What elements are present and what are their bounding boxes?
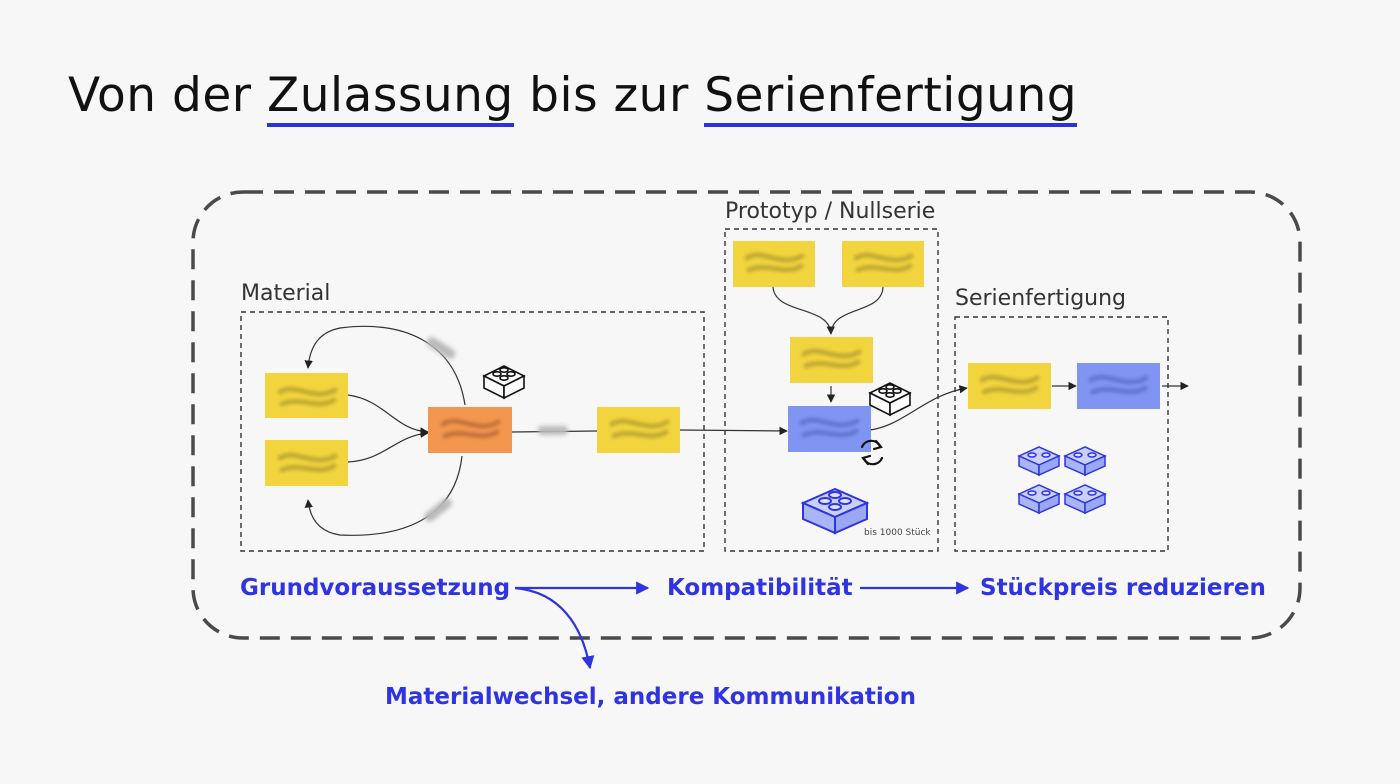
sticky-note-yellow [733, 241, 815, 287]
group-label-serie: Serienfertigung [955, 286, 1127, 311]
blurred-text [277, 452, 338, 473]
blurred-text [1088, 374, 1149, 395]
flow-arrow-branch [514, 586, 595, 670]
connector-line [679, 426, 788, 436]
brick-blue-small-icon [1017, 446, 1061, 477]
brick-blue-large-icon [800, 487, 870, 535]
blurred-text [440, 418, 501, 439]
group-box-prototyp [724, 228, 939, 552]
sticky-note-yellow [597, 407, 680, 453]
sticky-note-yellow [842, 241, 924, 287]
sticky-note-blue [1077, 363, 1160, 409]
page-title: Von der Zulassung bis zur Serienfertigun… [68, 68, 1078, 127]
connector-line [347, 394, 429, 436]
blurred-text [744, 252, 805, 273]
brick-blue-small-icon [1063, 484, 1107, 515]
connector-line [304, 325, 466, 406]
blurred-tag [426, 337, 456, 359]
outer-frame [191, 190, 1302, 640]
sticky-note-orange [428, 407, 512, 453]
brick-blue-small-icon [1017, 484, 1061, 515]
flow-label-stueckpreis: Stückpreis reduzieren [980, 575, 1266, 601]
flow-label-kompatibilitaet: Kompatibilität [667, 575, 853, 601]
flow-label-materialwechsel: Materialwechsel, andere Kommunikation [385, 684, 916, 710]
connector-line [772, 286, 835, 335]
brick-outline-icon [482, 365, 526, 400]
blurred-text [979, 374, 1040, 395]
group-label-material: Material [241, 281, 331, 306]
quantity-note: bis 1000 Stück [864, 528, 931, 538]
title-part-2: bis zur [513, 68, 705, 123]
sticky-note-yellow [265, 440, 348, 486]
sticky-note-yellow [790, 337, 873, 383]
flow-label-grundvoraussetzung: Grundvoraussetzung [240, 575, 511, 601]
blurred-text [801, 348, 862, 369]
sticky-note-yellow [265, 373, 348, 418]
blurred-text [277, 386, 338, 407]
sticky-note-yellow [968, 363, 1051, 409]
connector-line [869, 385, 968, 431]
connector-line [347, 429, 429, 463]
blurred-text [609, 418, 670, 439]
blurred-text [853, 252, 914, 273]
blurred-tag [424, 498, 452, 522]
connector-line [830, 286, 884, 335]
brick-outline-icon [868, 382, 912, 417]
title-part-1: Von der [68, 68, 267, 123]
title-word-serienfertigung: Serienfertigung [704, 68, 1078, 127]
group-label-prototyp: Prototyp / Nullserie [725, 199, 936, 224]
sticky-note-blue [788, 406, 871, 452]
brick-blue-small-icon [1063, 446, 1107, 477]
connector-line [304, 455, 463, 536]
title-word-zulassung: Zulassung [267, 68, 514, 127]
blurred-text [799, 417, 860, 438]
refresh-icon [860, 439, 884, 466]
blurred-tag [538, 426, 568, 435]
group-box-serie [954, 316, 1169, 552]
